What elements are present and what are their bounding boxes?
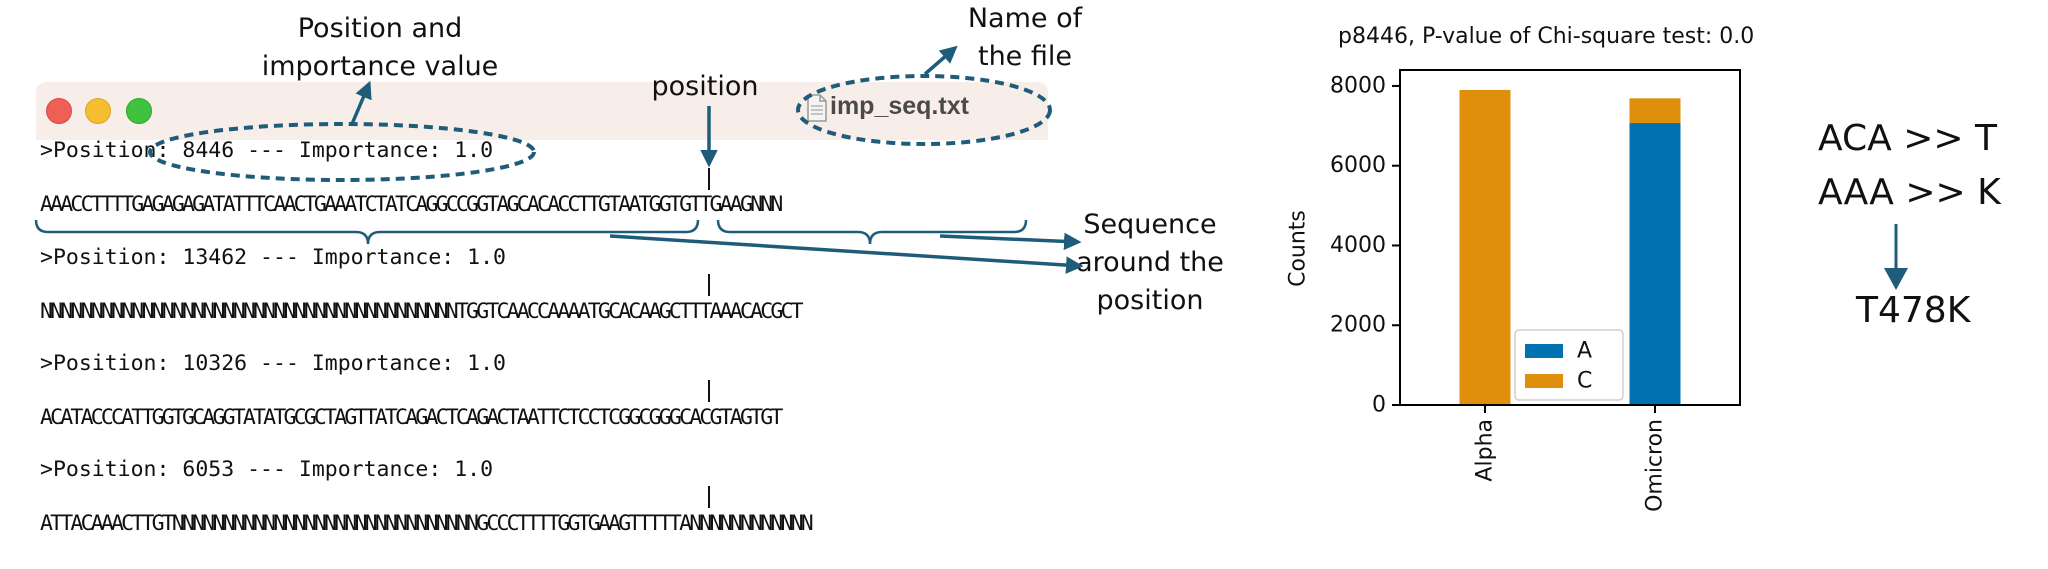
y-tick-label: 8000 xyxy=(1330,73,1386,98)
y-tick-label: 4000 xyxy=(1330,233,1386,258)
annotation-sequence-around: Sequence around the position xyxy=(1076,209,1224,316)
entry-sequence: AAACCTTTTGAGAGAGATATTTCAACTGAAATCTATCAGG… xyxy=(40,192,783,217)
entry-sequence: ATTACAAACTTGTNNNNNNNNNNNNNNNNNNNNNNNNNNN… xyxy=(40,511,814,536)
entry-header: >Position: 10326 --- Importance: 1.0 xyxy=(40,351,506,376)
annotation-shapes xyxy=(34,45,1084,274)
maximize-window-button[interactable] xyxy=(126,98,152,124)
file-name: imp_seq.txt xyxy=(830,92,969,120)
bar-C-Omicron xyxy=(1629,98,1681,124)
annotation-position-importance: Position and importance value xyxy=(261,13,499,82)
bar-C-Alpha xyxy=(1459,89,1511,405)
codon-change-line-1: ACA >> T xyxy=(1818,118,1997,159)
codon-change-line-2: AAA >> K xyxy=(1818,172,2001,213)
legend-box xyxy=(1514,329,1624,401)
text-file-icon xyxy=(807,94,827,122)
legend-label-C: C xyxy=(1577,369,1592,394)
down-arrow-icon xyxy=(1884,224,1908,290)
close-window-button[interactable] xyxy=(46,98,72,124)
bar-A-Omicron xyxy=(1629,123,1681,406)
legend-swatch-C xyxy=(1525,374,1563,388)
y-tick-label: 2000 xyxy=(1330,313,1386,338)
entry-header: >Position: 6053 --- Importance: 1.0 xyxy=(40,457,494,482)
legend-swatch-A xyxy=(1525,344,1563,358)
annotation-position: position xyxy=(651,71,759,102)
entry-header: >Position: 13462 --- Importance: 1.0 xyxy=(40,245,506,270)
plot-frame xyxy=(1399,69,1741,406)
legend-label-A: A xyxy=(1577,339,1592,364)
entry-header: >Position: 8446 --- Importance: 1.0 xyxy=(40,138,494,163)
y-tick-label: 6000 xyxy=(1330,153,1386,178)
amino-acid-mutation: T478K xyxy=(1856,290,1971,331)
x-tick-label: Alpha xyxy=(1473,419,1498,482)
annotation-file-name: Name of the file xyxy=(967,3,1083,72)
chart-title: p8446, P-value of Chi-square test: 0.0 xyxy=(1338,24,1755,49)
y-tick-label: 0 xyxy=(1372,393,1386,418)
bar-chart: 0 2000 4000 6000 8000 Alpha Omicron AC xyxy=(1330,69,1741,512)
minimize-window-button[interactable] xyxy=(85,98,111,124)
window-title-bar xyxy=(36,82,1048,140)
entry-sequence: NNNNNNNNNNNNNNNNNNNNNNNNNNNNNNNNNNNNNNNN… xyxy=(40,299,804,324)
annotation-overlay xyxy=(34,45,1084,508)
entry-sequence: ACATACCCATTGGTGCAGGTATATGCGCTAGTTATCAGAC… xyxy=(40,405,783,430)
x-tick-label: Omicron xyxy=(1643,419,1668,512)
